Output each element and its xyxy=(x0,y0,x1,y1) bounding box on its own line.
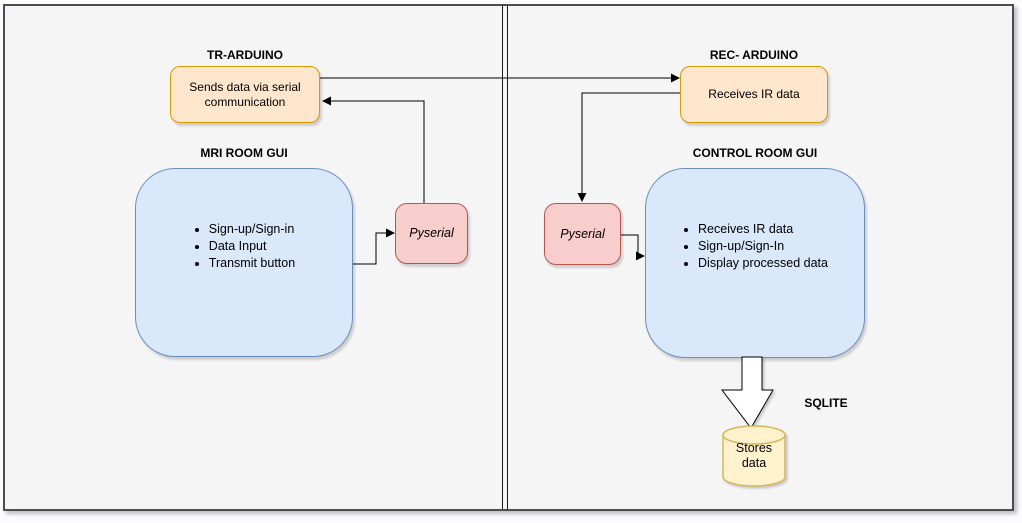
bullet-item: Sign-up/Sign-in xyxy=(209,221,295,238)
tr-arduino-title: TR-ARDUINO xyxy=(207,48,283,62)
rec-arduino-node: Receives IR data xyxy=(680,66,828,123)
mri-room-gui-title: MRI ROOM GUI xyxy=(200,146,288,160)
rec-arduino-body: Receives IR data xyxy=(708,87,800,101)
control-room-gui-bullets: Receives IR data Sign-up/Sign-In Display… xyxy=(646,169,864,272)
bullet-item: Data Input xyxy=(209,238,295,255)
bullet-item: Receives IR data xyxy=(698,221,828,238)
pyserial-right-label: Pyserial xyxy=(560,226,605,241)
tr-arduino-node: Sends data via serial communication xyxy=(170,66,320,123)
pyserial-right-node: Pyserial xyxy=(544,203,621,265)
control-room-gui-node: Receives IR data Sign-up/Sign-In Display… xyxy=(645,168,865,358)
tr-arduino-body: Sends data via serial communication xyxy=(189,79,301,109)
database-label: Stores data xyxy=(735,441,773,470)
rec-arduino-title: REC- ARDUINO xyxy=(709,48,799,62)
control-room-gui-title: CONTROL ROOM GUI xyxy=(692,146,818,160)
mri-room-gui-node: Sign-up/Sign-in Data Input Transmit butt… xyxy=(135,168,353,357)
bullet-item: Display processed data xyxy=(698,255,828,272)
panel-divider-line-2 xyxy=(507,6,508,509)
bullet-item: Sign-up/Sign-In xyxy=(698,238,828,255)
bullet-item: Transmit button xyxy=(209,255,295,272)
pyserial-left-node: Pyserial xyxy=(395,203,468,264)
panel-divider-line-1 xyxy=(502,6,503,509)
mri-room-gui-bullets: Sign-up/Sign-in Data Input Transmit butt… xyxy=(136,169,352,272)
sqlite-title: SQLITE xyxy=(804,396,848,410)
pyserial-left-label: Pyserial xyxy=(409,226,454,240)
